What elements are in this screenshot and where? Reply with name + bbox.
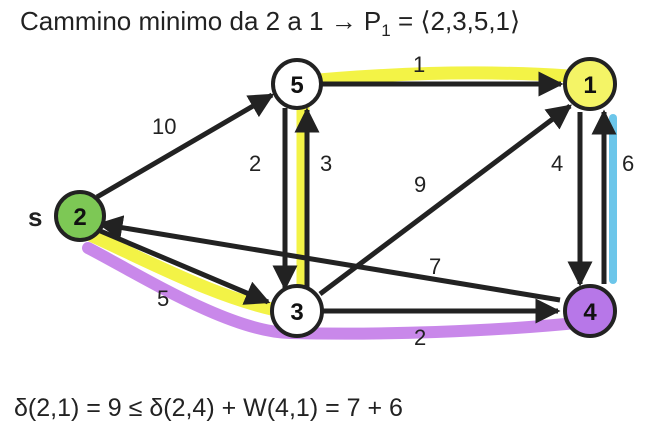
- node-2-label: 2: [73, 204, 86, 231]
- edge-4-2: [97, 215, 561, 303]
- weight-2-5: 10: [152, 114, 176, 139]
- weight-5-3: 2: [249, 151, 261, 176]
- node-1-label: 1: [583, 72, 596, 99]
- weight-5-1: 1: [413, 52, 425, 77]
- right-arrow-icon: →: [330, 6, 357, 36]
- node-1: 1: [563, 57, 617, 111]
- node-3: 3: [270, 284, 324, 338]
- path-symbol: P: [356, 6, 382, 36]
- path-sequence: = ⟨2,3,5,1⟩: [390, 6, 521, 36]
- node-4-label: 4: [583, 299, 597, 326]
- weight-1-4: 4: [551, 151, 563, 176]
- source-label: s: [28, 202, 42, 232]
- edge-2-5: [95, 92, 275, 200]
- path-subscript: 1: [381, 21, 391, 41]
- node-5-label: 5: [290, 72, 303, 99]
- title-prefix: Cammino minimo da 2 a 1: [20, 6, 331, 36]
- node-5: 5: [271, 58, 323, 110]
- distance-inequality: δ(2,1) = 9 ≤ δ(2,4) + W(4,1) = 7 + 6: [14, 394, 403, 422]
- weight-4-1: 6: [622, 151, 634, 176]
- slide-title: Cammino minimo da 2 a 1 → P1 = ⟨2,3,5,1⟩: [20, 6, 520, 41]
- weight-3-4: 2: [414, 325, 426, 350]
- weight-2-3: 5: [157, 286, 169, 311]
- edge-3-1: [318, 104, 572, 296]
- weight-4-2: 7: [429, 254, 441, 279]
- weight-3-5: 3: [320, 151, 332, 176]
- weight-3-1: 9: [414, 172, 426, 197]
- highlight-path-5-1: [290, 66, 575, 89]
- edge-2-3: [97, 227, 271, 305]
- node-4: 4: [563, 284, 617, 338]
- highlight-path-2-3: [81, 227, 293, 319]
- node-3-label: 3: [290, 299, 303, 326]
- node-2: 2: [54, 190, 106, 242]
